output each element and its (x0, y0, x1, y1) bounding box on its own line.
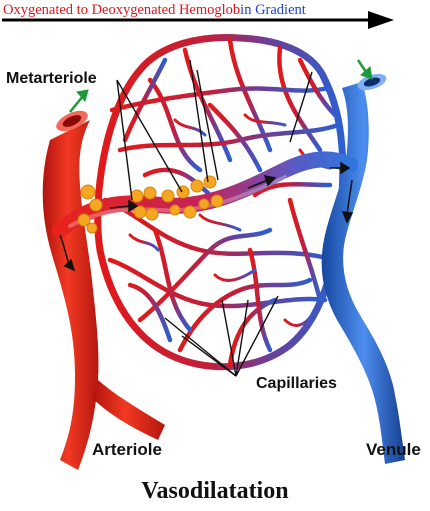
venule-vessel (321, 73, 405, 464)
gradient-title-deoxygenated-part: in Gradient (240, 2, 306, 18)
arteriole-label: Arteriole (92, 440, 162, 459)
gradient-arrow (2, 11, 394, 29)
capillaries-label: Capillaries (256, 375, 337, 392)
blood-flow-arrows (59, 161, 354, 272)
gradient-title-oxygenated-part: Oxygenated to Deoxygenated Hemoglob (3, 2, 241, 18)
metarteriole-label: Metarteriole (6, 70, 97, 87)
leader-lines (116, 59, 313, 377)
gradient-title: Oxygenated to Deoxygenated Hemoglobin Gr… (3, 1, 383, 19)
arteriole-vessel (42, 110, 165, 470)
diagram-caption: Vasodilatation (141, 478, 289, 504)
venule-label: Venule (366, 440, 421, 459)
precapillary-sphincters (77, 175, 224, 234)
green-flow-arrows (69, 59, 373, 113)
